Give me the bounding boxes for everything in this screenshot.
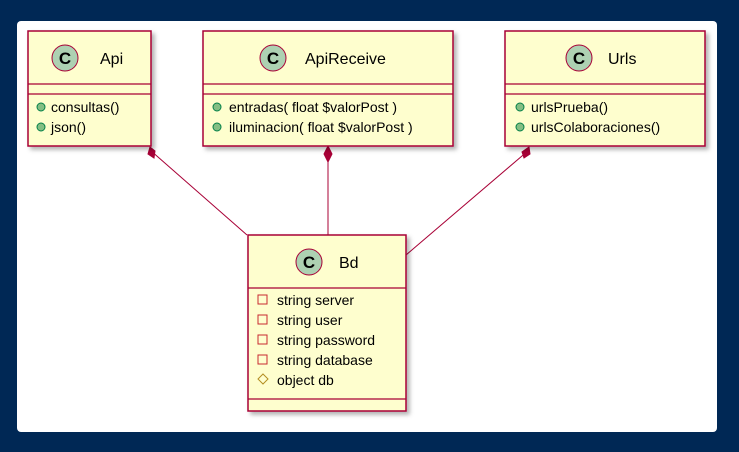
class-icon	[565, 44, 593, 72]
method-label: entradas( float $valorPost )	[229, 99, 397, 115]
class-name: Bd	[339, 255, 359, 272]
class-name: Api	[100, 51, 123, 68]
private-field-icon	[257, 354, 268, 365]
public-method-icon	[515, 102, 525, 112]
composition-diamond-apireceive	[323, 144, 333, 164]
class-api[interactable]: C Api consultas() json()	[27, 30, 152, 147]
protected-field-icon	[257, 373, 269, 385]
relation-api-bd	[147, 146, 248, 236]
field-label: object db	[277, 372, 334, 388]
class-urls[interactable]: C Urls urlsPrueba() urlsColaboraciones()	[504, 30, 706, 147]
relation-apireceive-bd	[323, 144, 333, 235]
relation-urls-bd	[405, 146, 531, 256]
method-label: iluminacion( float $valorPost )	[229, 119, 413, 135]
public-method-icon	[36, 122, 46, 132]
private-field-icon	[257, 314, 268, 325]
field-label: string password	[277, 332, 375, 348]
class-icon-letter: C	[303, 253, 315, 272]
public-method-icon	[212, 102, 222, 112]
class-name: Urls	[608, 51, 636, 68]
private-field-icon	[257, 334, 268, 345]
class-diagram: C Api consultas() json() C ApiReceive en…	[27, 30, 706, 412]
class-icon-letter: C	[573, 49, 585, 68]
method-label: urlsPrueba()	[531, 99, 608, 115]
public-method-icon	[36, 102, 46, 112]
class-icon-letter: C	[267, 49, 279, 68]
private-field-icon	[257, 294, 268, 305]
class-icon-letter: C	[59, 49, 71, 68]
class-name: ApiReceive	[305, 51, 386, 68]
method-label: consultas()	[51, 99, 119, 115]
composition-diamond-urls	[521, 146, 531, 159]
class-icon	[51, 44, 79, 72]
class-icon	[259, 44, 287, 72]
composition-diamond-api	[147, 146, 156, 159]
public-method-icon	[515, 122, 525, 132]
class-apireceive[interactable]: C ApiReceive entradas( float $valorPost …	[202, 30, 454, 147]
method-label: urlsColaboraciones()	[531, 119, 660, 135]
field-label: string database	[277, 352, 373, 368]
diagram-canvas: C Api consultas() json() C ApiReceive en…	[17, 21, 717, 432]
class-bd[interactable]: C Bd string server string user string pa…	[247, 234, 407, 412]
field-label: string user	[277, 312, 343, 328]
public-method-icon	[212, 122, 222, 132]
field-label: string server	[277, 292, 354, 308]
method-label: json()	[50, 119, 86, 135]
class-icon	[295, 248, 323, 276]
